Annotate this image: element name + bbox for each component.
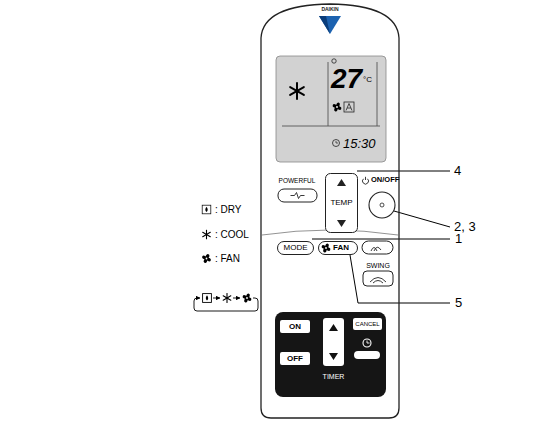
leader-line (357, 171, 450, 172)
legend-icon-mark (203, 230, 211, 239)
cycle-loop (194, 298, 258, 311)
timer-clock-icon (363, 339, 371, 347)
cycle-arrow (213, 298, 220, 299)
key-outline (278, 242, 314, 255)
down-arrow (337, 220, 346, 227)
timer-key (280, 352, 310, 365)
legend-icon (201, 229, 212, 240)
timer-clock-icon (367, 341, 370, 344)
auto-indicator (346, 104, 352, 111)
temp-button: TEMP (325, 173, 358, 233)
timer-panel-ground (275, 312, 386, 397)
mode-cycle (194, 293, 258, 311)
fan-button: FAN (318, 241, 358, 255)
callout-number: 4 (454, 164, 461, 177)
temperature-readout: 27 (331, 65, 362, 93)
key-outline (319, 242, 358, 255)
timer-key (353, 318, 382, 330)
button-label: CANCEL (355, 321, 379, 327)
leader-line (394, 211, 450, 227)
timer-up-down-key (323, 318, 344, 366)
brand-name: DAIKIN (321, 7, 338, 12)
legend-item: : DRY (201, 204, 261, 216)
timer-key (280, 320, 310, 333)
powerful-icon (290, 193, 304, 199)
lcd-divider (282, 62, 380, 126)
button-label: SWING (366, 262, 390, 269)
cool-indicator (290, 83, 304, 99)
cool-icon (223, 294, 231, 303)
brand-logo (319, 16, 330, 34)
swing-button: SWING (362, 262, 394, 288)
timer-cancel-button: CANCEL (353, 318, 382, 330)
callout-number: 1 (455, 232, 462, 245)
lcd-panel (276, 56, 386, 162)
swing-key (363, 271, 393, 286)
callout-number: 5 (455, 296, 462, 309)
on-off-key (369, 192, 395, 218)
power-symbol (363, 177, 369, 184)
legend-item: : FAN (201, 253, 261, 265)
legend-icon (201, 253, 212, 264)
clock-indicator (336, 141, 338, 143)
fan-indicator (332, 102, 342, 112)
legend-icon (201, 204, 212, 215)
leader-line (350, 255, 450, 303)
brand-logo (319, 16, 341, 34)
legend-text: : DRY (215, 205, 242, 215)
leader-lines (312, 171, 450, 303)
signal-indicator (332, 59, 336, 63)
legend-text: : COOL (215, 230, 249, 240)
legend-text: : FAN (215, 254, 240, 264)
remote-body: DAIKIN 27°C 15:30POWERFUL TEMP ON/OFF MODE FAN… (261, 4, 399, 418)
timer-on-button: ON (280, 320, 310, 333)
legend-icon-mark (202, 205, 211, 214)
leader-line (312, 239, 450, 240)
auto-indicator (344, 102, 354, 112)
timer-off-button: OFF (280, 352, 310, 365)
powerful-button: POWERFUL (277, 178, 318, 204)
button-label: FAN (333, 244, 349, 252)
cycle-arrow (233, 298, 240, 299)
fan-icon (321, 243, 331, 253)
comfort-button (362, 241, 393, 254)
dry-icon (203, 294, 212, 303)
legend-icon-mark (202, 254, 212, 264)
comfort-icon (371, 247, 381, 251)
lcd-display: 27°C 15:30 (276, 56, 386, 162)
panel-label: TIMER (323, 373, 345, 380)
button-label: MODE (284, 244, 308, 252)
swing-icon (370, 278, 386, 284)
timer-arrows (329, 324, 338, 360)
on-off-dot (380, 203, 384, 207)
button-label: ON/OFF (371, 176, 399, 184)
button-label: ON (289, 323, 301, 331)
timer-set-key (354, 351, 380, 359)
clock-indicator (333, 140, 340, 147)
button-label: POWERFUL (279, 178, 316, 185)
fan-icon (242, 293, 252, 303)
powerful-key (278, 189, 317, 202)
button-label: OFF (287, 355, 303, 363)
button-label: TEMP (330, 199, 352, 207)
temp-key (326, 174, 358, 233)
unit-text: °C (363, 76, 372, 84)
legend-item: : COOL (201, 229, 261, 241)
up-arrow (337, 179, 346, 186)
remote-outline (261, 4, 399, 418)
on-off-button: ON/OFF (361, 176, 403, 220)
mode-button: MODE (277, 241, 314, 255)
timer-panel: TIMER ON OFF CANCEL (275, 312, 386, 397)
clock-readout: 15:30 (343, 137, 376, 150)
mode-legend: : DRY : COOL : FAN (201, 204, 261, 276)
